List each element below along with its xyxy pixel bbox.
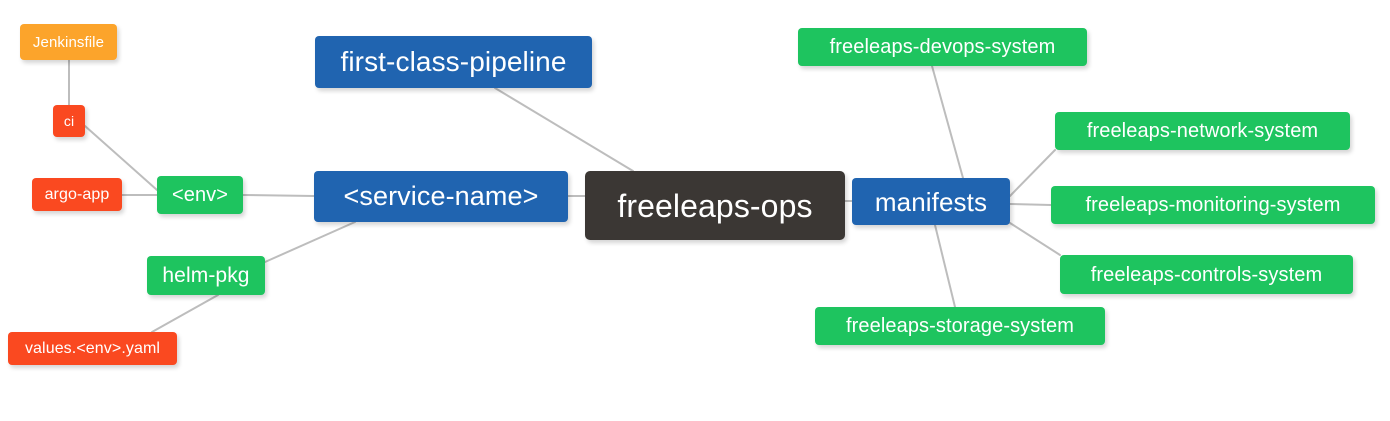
node-controls-system[interactable]: freeleaps-controls-system	[1060, 255, 1353, 294]
node-label: helm-pkg	[162, 264, 250, 287]
node-label: freeleaps-ops	[617, 187, 813, 224]
node-label: freeleaps-monitoring-system	[1085, 194, 1341, 216]
node-first-class-pipeline[interactable]: first-class-pipeline	[315, 36, 592, 88]
node-label: first-class-pipeline	[340, 46, 567, 77]
node-env[interactable]: <env>	[157, 176, 243, 214]
edge-helm-pkg-to-service-name	[264, 221, 356, 263]
node-argo-app[interactable]: argo-app	[32, 178, 122, 211]
node-monitoring-system[interactable]: freeleaps-monitoring-system	[1051, 186, 1375, 224]
node-ci[interactable]: ci	[53, 105, 85, 137]
node-label: freeleaps-devops-system	[829, 36, 1056, 58]
node-label: argo-app	[44, 185, 110, 203]
node-label: <service-name>	[343, 181, 539, 211]
edge-env-to-service-name	[242, 194, 315, 197]
node-label: Jenkinsfile	[32, 33, 105, 51]
node-jenkinsfile[interactable]: Jenkinsfile	[20, 24, 117, 60]
node-label: ci	[63, 113, 75, 129]
edge-devops-system-to-manifests	[931, 65, 964, 179]
node-storage-system[interactable]: freeleaps-storage-system	[815, 307, 1105, 345]
node-label: freeleaps-controls-system	[1090, 263, 1323, 286]
node-label: freeleaps-network-system	[1086, 120, 1319, 142]
node-manifests[interactable]: manifests	[852, 178, 1010, 225]
node-network-system[interactable]: freeleaps-network-system	[1055, 112, 1350, 150]
node-helm-pkg[interactable]: helm-pkg	[147, 256, 265, 295]
node-devops-system[interactable]: freeleaps-devops-system	[798, 28, 1087, 66]
edge-controls-system-to-manifests	[1009, 222, 1061, 256]
node-freeleaps-ops[interactable]: freeleaps-ops	[585, 171, 845, 240]
edge-monitoring-system-to-manifests	[1009, 203, 1052, 206]
node-label: values.<env>.yaml	[24, 339, 161, 357]
node-label: <env>	[171, 184, 229, 206]
edge-first-class-pipeline-to-freeleaps-ops	[494, 87, 634, 172]
node-service-name[interactable]: <service-name>	[314, 171, 568, 222]
node-values-yaml[interactable]: values.<env>.yaml	[8, 332, 177, 365]
edge-network-system-to-manifests	[1009, 149, 1056, 197]
edge-storage-system-to-manifests	[934, 224, 956, 308]
node-label: manifests	[874, 186, 988, 217]
node-label: freeleaps-storage-system	[845, 315, 1075, 337]
edge-values-yaml-to-helm-pkg	[151, 294, 219, 333]
